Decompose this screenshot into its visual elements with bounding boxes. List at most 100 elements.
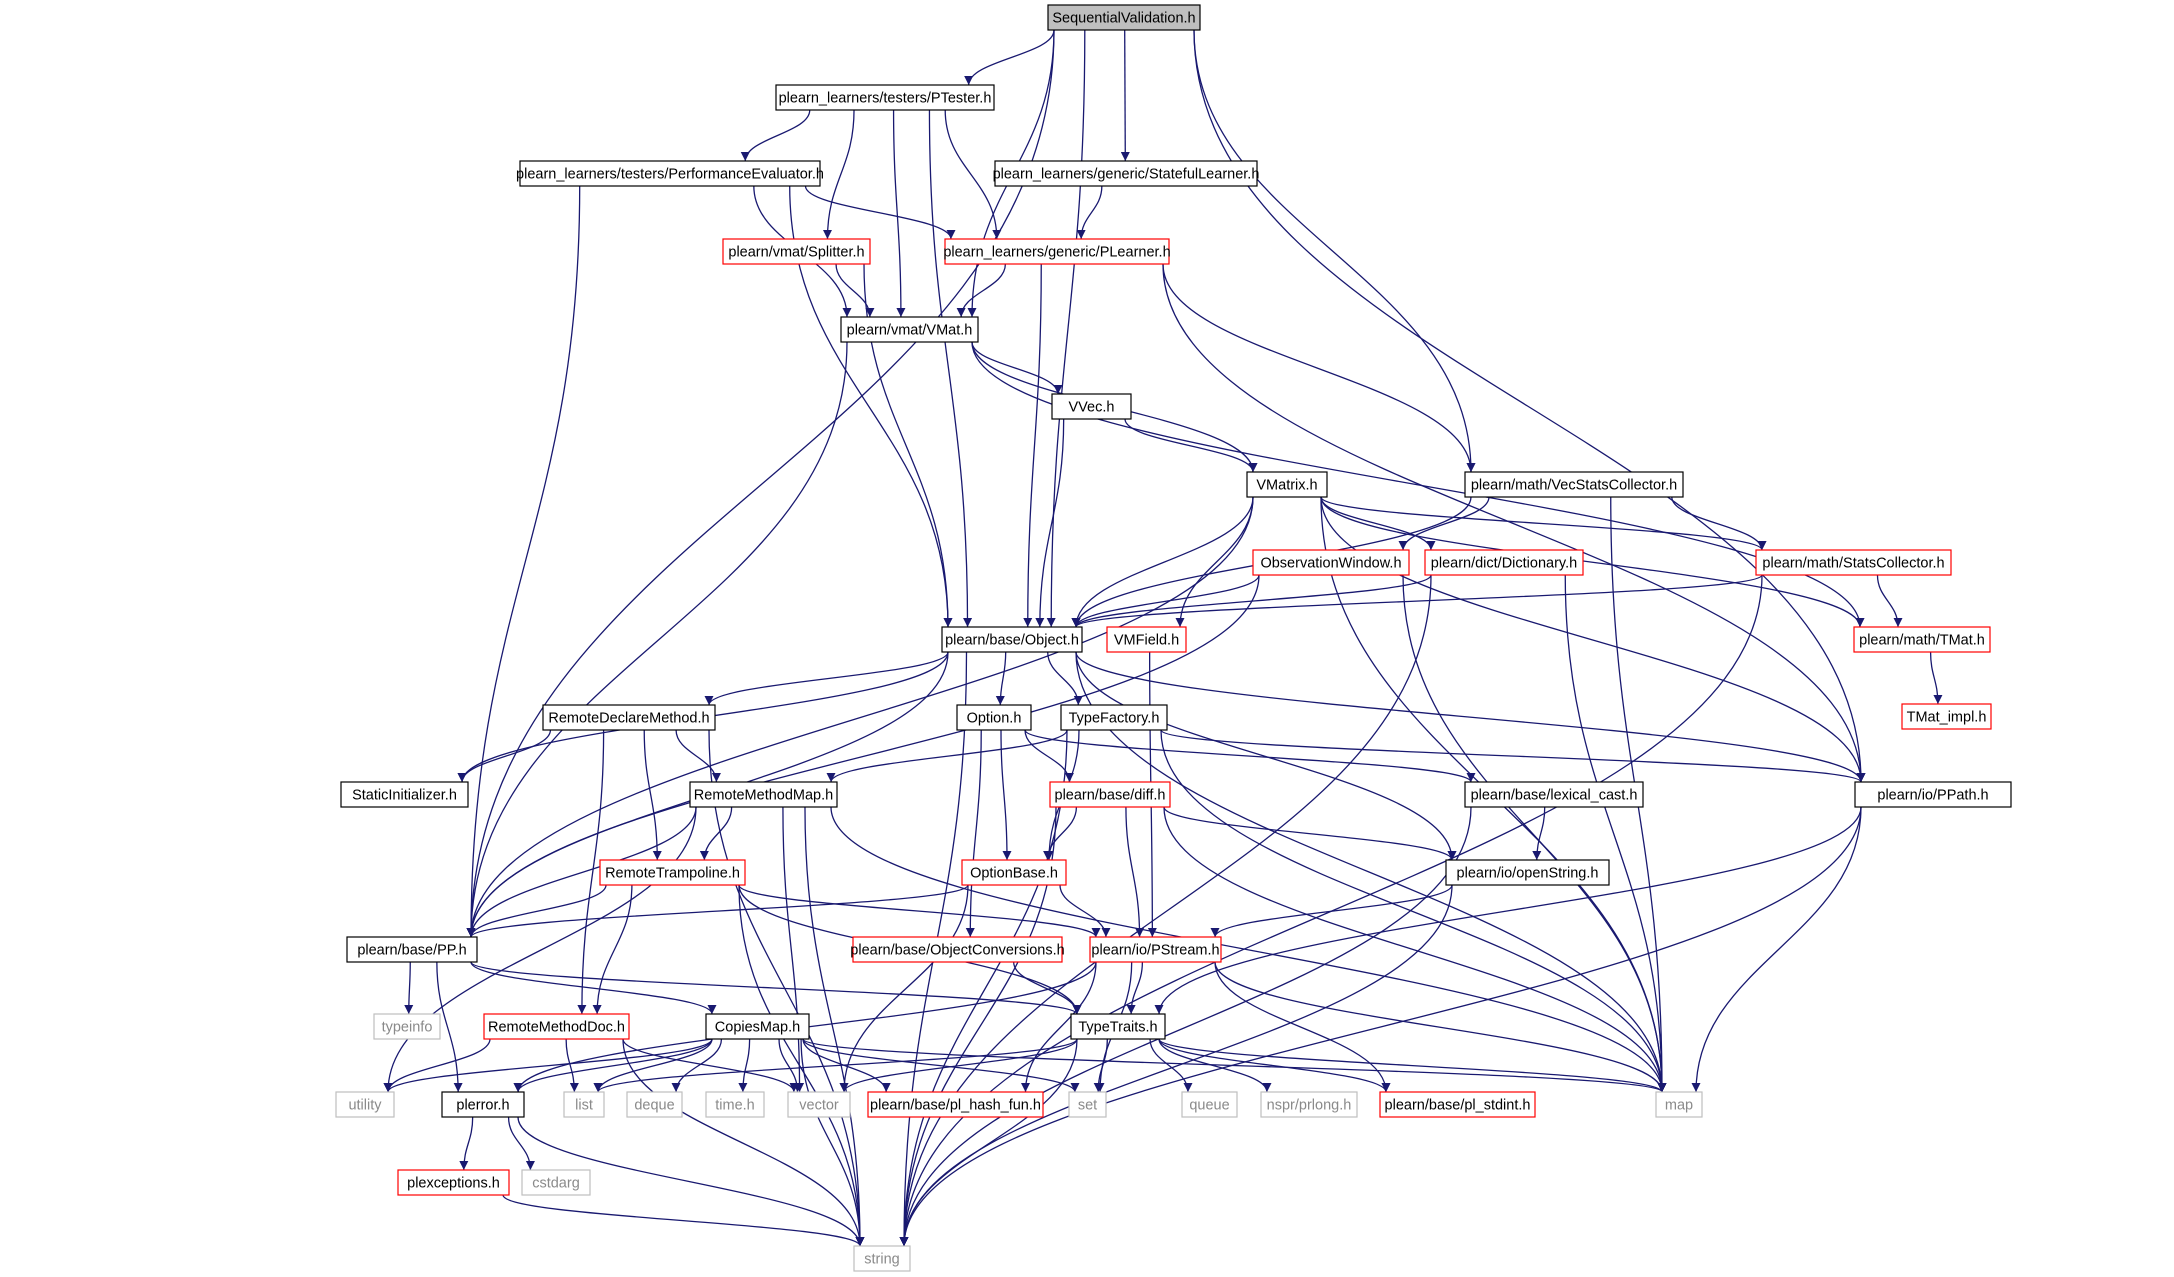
- node-object-conversions[interactable]: plearn/base/ObjectConversions.h: [850, 936, 1065, 963]
- header-nodes: SequentialValidation.hplearn_learners/te…: [335, 4, 2012, 1272]
- node-option[interactable]: Option.h: [956, 704, 1032, 731]
- node-box: [1379, 1091, 1536, 1118]
- node-box: [1051, 393, 1132, 420]
- edge-remote-method-map-to-string: [804, 806, 865, 1247]
- node-vmfield[interactable]: VMField.h: [1106, 626, 1187, 653]
- node-plexceptions[interactable]: plexceptions.h: [397, 1169, 510, 1196]
- node-box: [1049, 781, 1171, 808]
- node-box: [941, 626, 1083, 653]
- node-remote-declare-method[interactable]: RemoteDeclareMethod.h: [542, 704, 716, 731]
- node-box: [1655, 1091, 1703, 1118]
- edge-tmat-to-tmat-impl: [1929, 651, 1943, 705]
- node-vmat[interactable]: plearn/vmat/VMat.h: [840, 316, 979, 343]
- node-box: [1260, 1091, 1358, 1118]
- edge-type-traits-to-queue: [1149, 1038, 1193, 1093]
- node-pl-hash-fun[interactable]: plearn/base/pl_hash_fun.h: [867, 1091, 1044, 1118]
- node-box: [1070, 1013, 1166, 1040]
- node-copies-map[interactable]: CopiesMap.h: [705, 1013, 810, 1040]
- node-label: plearn/vmat/VMat.h: [847, 323, 973, 339]
- node-box: [1464, 471, 1684, 498]
- edge-sequential-validation-to-ppath: [1193, 29, 1866, 783]
- edge-type-traits-to-vector: [839, 1038, 1078, 1093]
- node-label: plerror.h: [456, 1098, 509, 1114]
- edge-vmatrix-to-stats-collector: [1320, 496, 1767, 551]
- node-ppath[interactable]: plearn/io/PPath.h: [1854, 781, 2012, 808]
- node-observation-window[interactable]: ObservationWindow.h: [1252, 549, 1410, 576]
- node-vmatrix[interactable]: VMatrix.h: [1246, 471, 1328, 498]
- node-tmat[interactable]: plearn/math/TMat.h: [1853, 626, 1991, 653]
- node-type-traits[interactable]: TypeTraits.h: [1070, 1013, 1166, 1040]
- node-pl-stdint[interactable]: plearn/base/pl_stdint.h: [1379, 1091, 1536, 1118]
- edge-vmatrix-to-ppath: [1320, 496, 1866, 783]
- node-box: [787, 1091, 851, 1118]
- node-vector: vector: [787, 1091, 851, 1118]
- node-box: [705, 1091, 765, 1118]
- node-label: RemoteMethodMap.h: [694, 788, 833, 804]
- node-splitter[interactable]: plearn/vmat/Splitter.h: [722, 238, 871, 265]
- edge-vmat-to-pp: [466, 341, 848, 938]
- node-box: [1068, 1091, 1107, 1118]
- node-tmat-impl[interactable]: TMat_impl.h: [1901, 703, 1992, 730]
- node-ptester[interactable]: plearn_learners/testers/PTester.h: [775, 84, 995, 111]
- node-label: map: [1665, 1098, 1693, 1114]
- node-box: [961, 859, 1067, 886]
- node-stateful-learner[interactable]: plearn_learners/generic/StatefulLearner.…: [993, 160, 1260, 187]
- node-label: plearn/base/lexical_cast.h: [1471, 788, 1638, 804]
- node-box: [722, 238, 871, 265]
- node-open-string[interactable]: plearn/io/openString.h: [1445, 859, 1610, 886]
- edge-object-to-option: [995, 651, 1007, 706]
- edge-stats-collector-to-object: [1071, 574, 1763, 628]
- node-label: set: [1078, 1098, 1097, 1114]
- edge-pp-to-copies-map: [470, 961, 717, 1015]
- node-label: time.h: [715, 1098, 755, 1114]
- node-box: [1060, 704, 1168, 731]
- node-static-initializer[interactable]: StaticInitializer.h: [340, 781, 469, 808]
- node-label: VMField.h: [1114, 633, 1179, 649]
- edge-vmatrix-to-pp: [466, 496, 1254, 938]
- node-stats-collector[interactable]: plearn/math/StatsCollector.h: [1755, 549, 1952, 576]
- node-pstream[interactable]: plearn/io/PStream.h: [1089, 936, 1222, 963]
- node-diff[interactable]: plearn/base/diff.h: [1049, 781, 1171, 808]
- node-label: TypeFactory.h: [1069, 711, 1160, 727]
- edge-ppath-to-string: [899, 806, 1862, 1247]
- node-pp[interactable]: plearn/base/PP.h: [346, 936, 478, 963]
- node-vec-stats-collector[interactable]: plearn/math/VecStatsCollector.h: [1464, 471, 1684, 498]
- node-label: plearn/base/diff.h: [1055, 788, 1166, 804]
- node-lexical-cast[interactable]: plearn/base/lexical_cast.h: [1464, 781, 1644, 808]
- edge-remote-method-doc-to-string: [622, 1038, 865, 1247]
- node-cstdarg: cstdarg: [521, 1169, 591, 1196]
- node-type-factory[interactable]: TypeFactory.h: [1060, 704, 1168, 731]
- node-performance-evaluator[interactable]: plearn_learners/testers/PerformanceEvalu…: [516, 160, 824, 187]
- edge-vvec-to-object: [1035, 418, 1065, 628]
- node-vvec[interactable]: VVec.h: [1051, 393, 1132, 420]
- node-remote-method-map[interactable]: RemoteMethodMap.h: [689, 781, 838, 808]
- node-box: [1755, 549, 1952, 576]
- node-label: plearn/base/pl_hash_fun.h: [870, 1098, 1041, 1114]
- node-box: [335, 1091, 395, 1118]
- edge-stats-collector-to-tmat: [1876, 574, 1903, 628]
- node-remote-trampoline[interactable]: RemoteTrampoline.h: [599, 859, 746, 886]
- node-plerror[interactable]: plerror.h: [441, 1091, 525, 1118]
- edge-remote-trampoline-to-pstream: [738, 884, 1101, 938]
- node-plearner[interactable]: plearn_learners/generic/PLearner.h: [943, 238, 1171, 265]
- node-dictionary[interactable]: plearn/dict/Dictionary.h: [1424, 549, 1584, 576]
- node-remote-method-doc[interactable]: RemoteMethodDoc.h: [483, 1013, 630, 1040]
- node-label: plearn/base/PP.h: [357, 943, 466, 959]
- edge-vec-stats-collector-to-stats-collector: [1671, 496, 1767, 551]
- node-option-base[interactable]: OptionBase.h: [961, 859, 1067, 886]
- node-object[interactable]: plearn/base/Object.h: [941, 626, 1083, 653]
- edge-vec-stats-collector-to-observation-window: [1398, 496, 1490, 551]
- edge-sequential-validation-to-object: [1046, 29, 1086, 628]
- node-box: [1252, 549, 1410, 576]
- node-label: plearn/dict/Dictionary.h: [1431, 556, 1577, 572]
- node-string: string: [853, 1245, 911, 1272]
- node-label: plearn/io/openString.h: [1457, 866, 1599, 882]
- edge-performance-evaluator-to-plearner: [804, 185, 956, 240]
- edge-object-conversions-to-type-traits: [1013, 961, 1082, 1015]
- edge-pstream-to-pl-stdint: [1214, 961, 1391, 1093]
- node-label: StaticInitializer.h: [352, 788, 457, 804]
- node-utility: utility: [335, 1091, 395, 1118]
- node-box: [1181, 1091, 1238, 1118]
- edge-sequential-validation-to-stateful-learner: [1120, 29, 1130, 162]
